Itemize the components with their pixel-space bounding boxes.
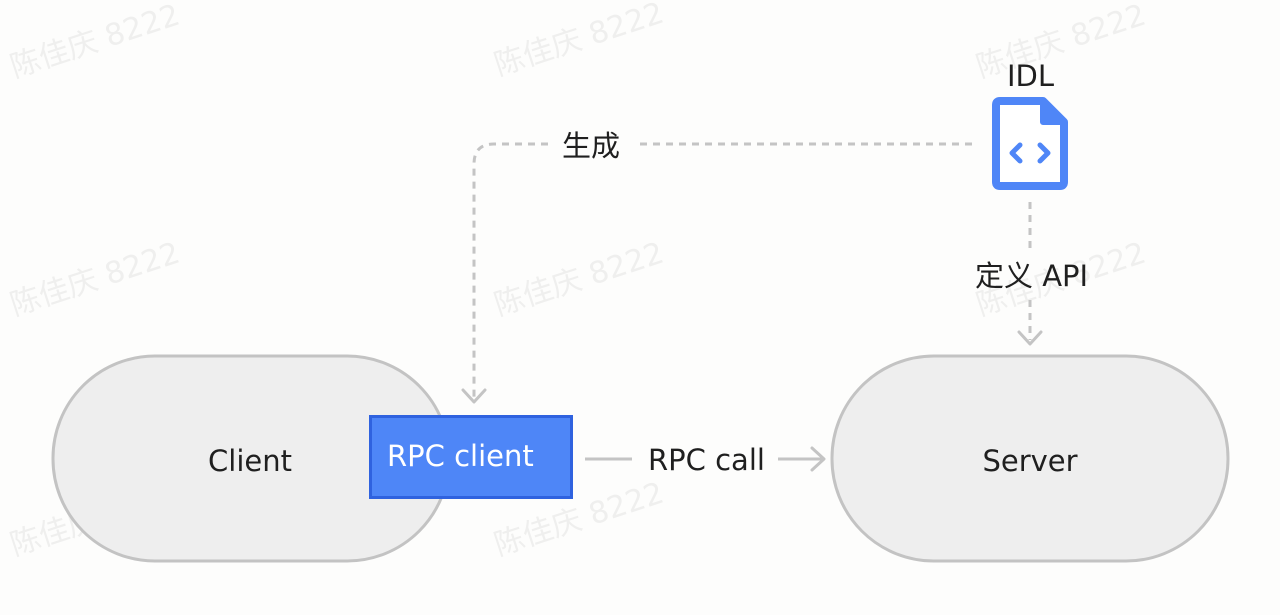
idl-label: IDL bbox=[1007, 59, 1055, 93]
server-label: Server bbox=[982, 444, 1078, 478]
rpc-client-node: RPC client bbox=[369, 415, 573, 499]
generate-label: 生成 bbox=[562, 129, 621, 163]
arrow-head-icon bbox=[461, 388, 487, 404]
client-label: Client bbox=[208, 444, 292, 478]
generate-connector bbox=[472, 142, 548, 398]
arrow-head-icon bbox=[810, 446, 826, 472]
define-api-label: 定义 API bbox=[975, 259, 1089, 293]
arrow-head-icon bbox=[1017, 330, 1043, 346]
rpc-call-label: RPC call bbox=[648, 443, 765, 477]
rpc-client-label: RPC client bbox=[387, 439, 534, 473]
code-file-icon bbox=[992, 97, 1068, 190]
server-node bbox=[830, 354, 1230, 563]
